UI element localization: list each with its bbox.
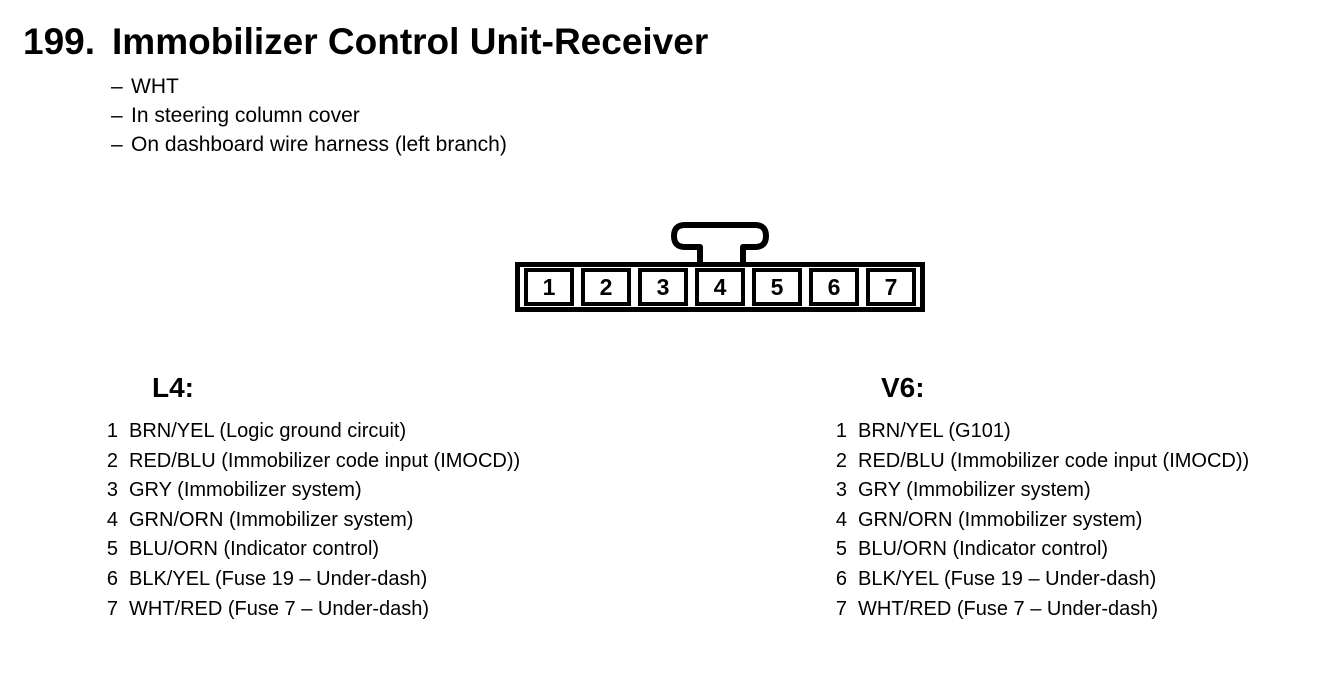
pin-number: 6 [106, 567, 118, 590]
pin-number: 2 [835, 449, 847, 472]
pinout-row: 4 GRN/ORN (Immobilizer system) [829, 506, 1249, 536]
pin-number: 3 [106, 479, 118, 502]
pin-number: 2 [106, 449, 118, 472]
pinout-row: 6 BLK/YEL (Fuse 19 – Under-dash) [100, 565, 520, 595]
dash-marker: – [111, 104, 123, 127]
pin-description: BRN/YEL (Logic ground circuit) [129, 420, 407, 442]
pin-number: 7 [106, 597, 118, 620]
pin-number: 5 [835, 538, 847, 561]
pin-cavity-7: 7 [866, 268, 916, 306]
note-text: On dashboard wire harness (left branch) [131, 133, 507, 156]
pin-number: 1 [835, 420, 847, 442]
v6-pinout-list: 1 BRN/YEL (G101) 2 RED/BLU (Immobilizer … [829, 417, 1249, 624]
pin-cavity-2: 2 [581, 268, 631, 306]
pinout-row: 7 WHT/RED (Fuse 7 – Under-dash) [829, 595, 1249, 625]
pin-description: BLK/YEL (Fuse 19 – Under-dash) [129, 567, 428, 590]
page-title: 199. Immobilizer Control Unit-Receiver [23, 21, 709, 63]
pin-description: RED/BLU (Immobilizer code input (IMOCD)) [858, 449, 1250, 472]
pin-description: RED/BLU (Immobilizer code input (IMOCD)) [129, 449, 521, 472]
pin-number: 1 [106, 420, 118, 442]
dash-marker: – [111, 75, 123, 98]
pinout-row: 3 GRY (Immobilizer system) [829, 476, 1249, 506]
pinout-row: 2 RED/BLU (Immobilizer code input (IMOCD… [829, 447, 1249, 477]
pin-cavity-5: 5 [752, 268, 802, 306]
pin-cavity-1: 1 [524, 268, 574, 306]
pinout-row: 1 BRN/YEL (G101) [829, 417, 1249, 447]
pin-description: GRN/ORN (Immobilizer system) [858, 508, 1143, 531]
connector-latch-icon [671, 222, 769, 264]
pin-description: GRY (Immobilizer system) [858, 479, 1091, 502]
pin-cavity-3: 3 [638, 268, 688, 306]
pin-number: 5 [106, 538, 118, 561]
pinout-row: 2 RED/BLU (Immobilizer code input (IMOCD… [100, 447, 520, 477]
v6-heading: V6: [881, 372, 925, 403]
pinout-row: 7 WHT/RED (Fuse 7 – Under-dash) [100, 595, 520, 625]
note-line: –On dashboard wire harness (left branch) [111, 130, 507, 159]
pin-description: WHT/RED (Fuse 7 – Under-dash) [129, 597, 430, 620]
section-title: Immobilizer Control Unit-Receiver [112, 21, 709, 62]
pin-description: GRY (Immobilizer system) [129, 479, 362, 502]
note-line: –In steering column cover [111, 101, 507, 130]
pin-number: 6 [835, 567, 847, 590]
pin-description: BLK/YEL (Fuse 19 – Under-dash) [858, 567, 1157, 590]
note-text: In steering column cover [131, 104, 360, 127]
pinout-row: 1 BRN/YEL (Logic ground circuit) [100, 417, 520, 447]
dash-marker: – [111, 133, 123, 156]
pin-cavity-6: 6 [809, 268, 859, 306]
note-line: –WHT [111, 72, 507, 101]
pinout-row: 3 GRY (Immobilizer system) [100, 476, 520, 506]
pinout-row: 6 BLK/YEL (Fuse 19 – Under-dash) [829, 565, 1249, 595]
pin-description: BLU/ORN (Indicator control) [129, 538, 380, 561]
pin-description: BLU/ORN (Indicator control) [858, 538, 1109, 561]
pinout-row: 5 BLU/ORN (Indicator control) [829, 535, 1249, 565]
pin-number: 3 [835, 479, 847, 502]
pin-cavity-4: 4 [695, 268, 745, 306]
l4-heading: L4: [152, 372, 194, 403]
pin-number: 4 [106, 508, 118, 531]
pin-number: 7 [835, 597, 847, 620]
pin-description: GRN/ORN (Immobilizer system) [129, 508, 414, 531]
note-text: WHT [131, 75, 179, 98]
connector-notes: –WHT –In steering column cover –On dashb… [111, 72, 507, 159]
pin-description: WHT/RED (Fuse 7 – Under-dash) [858, 597, 1159, 620]
l4-pinout-list: 1 BRN/YEL (Logic ground circuit) 2 RED/B… [100, 417, 520, 624]
pin-description: BRN/YEL (G101) [858, 420, 1011, 442]
section-number: 199. [23, 21, 96, 62]
connector-diagram: 1 2 3 4 5 6 7 [515, 262, 925, 312]
pinout-row: 4 GRN/ORN (Immobilizer system) [100, 506, 520, 536]
pin-number: 4 [835, 508, 847, 531]
pinout-row: 5 BLU/ORN (Indicator control) [100, 535, 520, 565]
